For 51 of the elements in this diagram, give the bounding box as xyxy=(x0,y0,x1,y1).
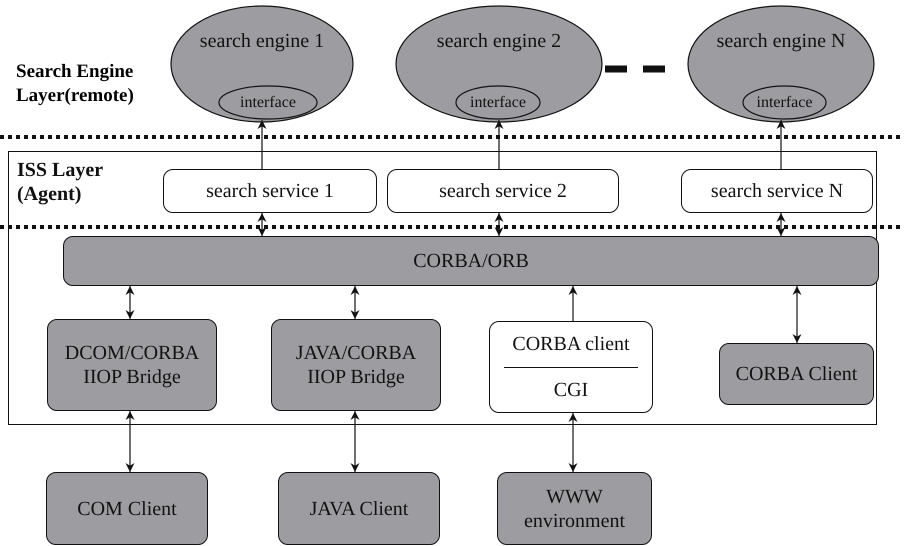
node-text: COM Client xyxy=(77,496,177,520)
process-box xyxy=(163,169,377,213)
search-engine-ellipse xyxy=(395,5,603,123)
node-text: CORBA Client xyxy=(736,362,858,386)
process-box xyxy=(278,472,440,545)
process-box xyxy=(387,169,619,213)
arrow xyxy=(350,286,360,319)
process-box xyxy=(719,343,874,405)
process-box xyxy=(497,472,652,545)
node-text: CORBA client xyxy=(511,332,631,358)
node-text: interface xyxy=(240,92,296,112)
node-text: JAVA/CORBA IIOP Bridge xyxy=(294,341,418,389)
node-text: JAVA Client xyxy=(310,496,408,520)
arrow xyxy=(494,120,504,169)
node-text: interface xyxy=(756,92,812,112)
arrow xyxy=(792,286,802,343)
process-box xyxy=(47,319,217,411)
interface-ellipse xyxy=(218,85,318,120)
node-text: search service N xyxy=(710,179,844,203)
layer-title: ISS Layer (Agent) xyxy=(17,158,104,206)
arrow xyxy=(126,286,134,319)
process-box xyxy=(271,319,441,411)
arrow xyxy=(258,213,266,236)
split-box xyxy=(489,321,653,413)
arrow xyxy=(258,120,266,169)
node-text: CGI xyxy=(504,366,638,412)
search-engine-ellipse xyxy=(170,5,354,123)
node-text: interface xyxy=(470,92,526,112)
node-text: CORBA/ORB xyxy=(413,249,529,273)
interface-ellipse xyxy=(742,85,827,120)
node-text: search service 2 xyxy=(439,179,567,203)
arrow xyxy=(568,286,578,321)
node-text: search engine 2 xyxy=(436,29,562,53)
node-text: DCOM/CORBA IIOP Bridge xyxy=(64,341,200,389)
arrow xyxy=(126,411,134,472)
process-box xyxy=(681,169,873,213)
search-engine-ellipse xyxy=(687,5,875,123)
layer-box xyxy=(8,151,877,425)
arrow xyxy=(494,213,504,236)
arrow xyxy=(776,213,786,236)
arrow xyxy=(350,411,360,472)
arrow xyxy=(568,413,578,472)
process-box xyxy=(63,236,879,286)
arrow xyxy=(776,120,786,169)
process-box xyxy=(46,472,208,545)
node-text: WWW environment xyxy=(522,484,626,532)
node-text: search engine N xyxy=(716,29,846,53)
node-text: search engine 1 xyxy=(200,29,324,53)
layer-title: Search Engine Layer(remote) xyxy=(16,60,135,108)
interface-ellipse xyxy=(455,85,541,120)
node-text: search service 1 xyxy=(206,179,334,203)
